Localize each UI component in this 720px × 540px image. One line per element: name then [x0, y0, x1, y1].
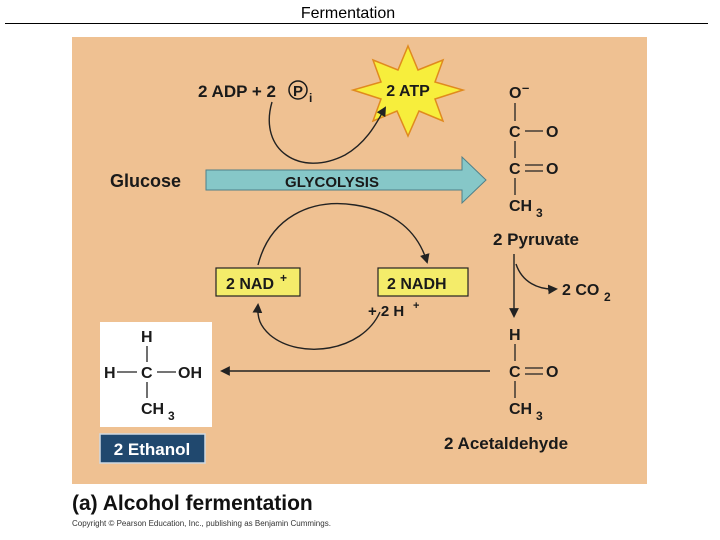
phosphate-circle — [288, 80, 308, 100]
nad-superscript: + — [280, 271, 287, 285]
ethanol-ch3-sub: 3 — [168, 409, 175, 423]
nadh-box — [377, 267, 469, 297]
hplus-superscript: + — [413, 300, 419, 312]
pyruvate-label: 2 Pyruvate — [493, 230, 579, 249]
phosphate-letter: P — [293, 83, 303, 100]
pyruvate-o1: O — [546, 124, 558, 141]
atp-label: 2 ATP — [386, 83, 430, 100]
pyruvate-o-minus: O — [509, 85, 521, 102]
co2-label: 2 CO — [562, 282, 599, 299]
pyruvate-c1: C — [509, 124, 521, 141]
pyruvate-c2: C — [509, 161, 521, 178]
ethanol-ch3: CH — [141, 401, 164, 418]
glycolysis-label: GLYCOLYSIS — [285, 174, 379, 191]
pyruvate-o2: O — [546, 161, 558, 178]
hplus-label: + 2 H — [368, 303, 404, 320]
atp-curve-arrow — [268, 101, 386, 164]
pyruvate-ch3: CH — [509, 198, 532, 215]
pyruvate-structure: O – C O C O CH 3 — [509, 80, 558, 220]
pyruvate-o-minus-sup: – — [522, 80, 529, 95]
ethanol-label: 2 Ethanol — [114, 440, 191, 459]
nad-label: 2 NAD — [226, 276, 274, 293]
nadh-label: 2 NADH — [387, 276, 447, 293]
nadh-to-nad-arrow — [252, 303, 381, 350]
co2-release-arrow — [515, 263, 558, 295]
acetaldehyde-ch3-sub: 3 — [536, 409, 543, 423]
ethanol-structure-box — [100, 322, 212, 427]
glucose-label: Glucose — [110, 171, 181, 191]
acetaldehyde-label: 2 Acetaldehyde — [444, 434, 568, 453]
title-divider — [5, 23, 708, 24]
acetaldehyde-structure: H C O CH 3 — [509, 327, 558, 423]
acetaldehyde-ch3: CH — [509, 401, 532, 418]
phosphate-subscript: i — [309, 91, 312, 105]
adp-label: 2 ADP + 2 — [198, 82, 276, 101]
pyruvate-ch3-sub: 3 — [536, 206, 543, 220]
figure-caption: (a) Alcohol fermentation — [72, 492, 313, 515]
acetaldehyde-c: C — [509, 364, 521, 381]
glycolysis-arrow — [205, 155, 487, 205]
ethanol-oh: OH — [178, 365, 202, 382]
nad-to-nadh-arrow — [257, 203, 430, 266]
slide-title: Fermentation — [300, 5, 396, 22]
co2-subscript: 2 — [604, 290, 611, 304]
ethanol-c: C — [141, 365, 153, 382]
nad-box — [215, 267, 301, 297]
copyright-notice: Copyright © Pearson Education, Inc., pub… — [72, 519, 331, 528]
acetaldehyde-o: O — [546, 364, 558, 381]
acetaldehyde-h: H — [509, 327, 521, 344]
ethanol-structure: H H C OH CH 3 — [104, 329, 202, 423]
ethanol-label-box — [99, 433, 206, 464]
ethanol-h-left: H — [104, 365, 116, 382]
ethanol-h-top: H — [141, 329, 153, 346]
